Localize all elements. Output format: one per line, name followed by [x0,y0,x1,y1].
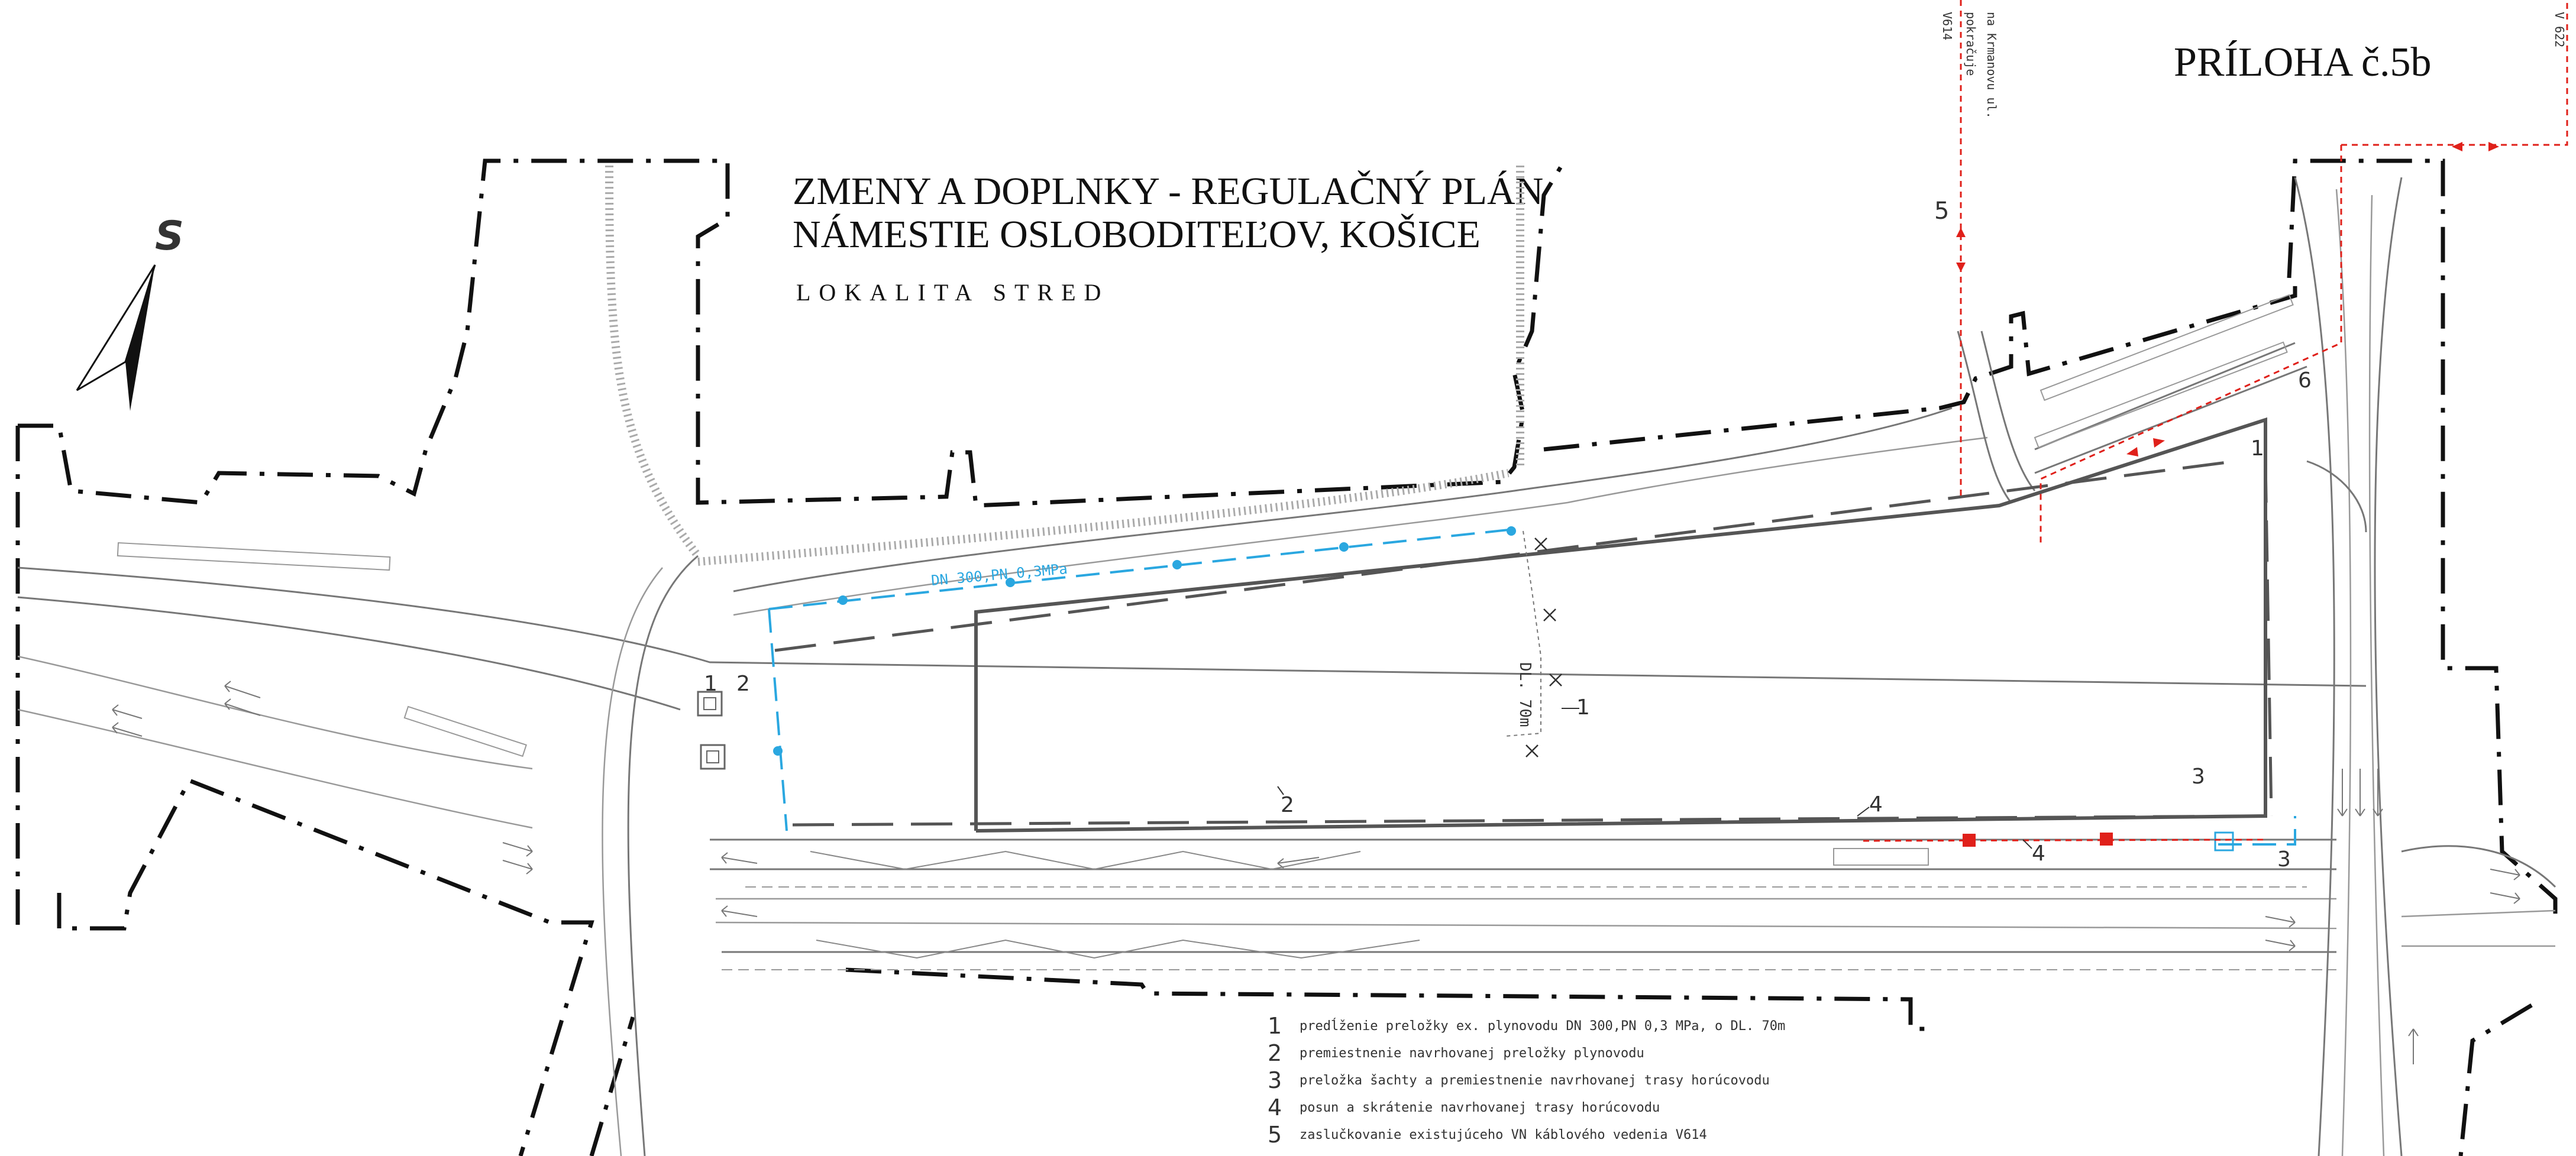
v614-street-label: na Krmanovu ul. [1984,12,1999,119]
length-label: DL. 70m [1516,662,1534,727]
legend-text: preložka šachty a premiestnenie navrhova… [1300,1073,1770,1088]
marker-2-a: 2 [736,672,750,696]
electric-cable: V614 pokračuje na Krmanovu ul. V 622 [1863,0,2568,847]
marker-1-c: 1 [2251,436,2264,461]
marker-4-b: 4 [2032,841,2045,866]
v614-label: V614 [1940,12,1954,40]
north-arrow-label: S [155,213,184,260]
plan-subtitle: LOKALITA STRED [796,279,1109,306]
north-arrow-icon: S [76,213,184,411]
legend: 1 predĺženie preložky ex. plynovodu DN 3… [1268,1013,1785,1148]
legend-text: premiestnenie navrhovanej preložky plyno… [1300,1046,1644,1061]
v614-continues-label: pokračuje [1964,12,1978,76]
lane-arrows [112,681,2520,1064]
marker-4-a: 4 [1869,792,1883,817]
marker-2-b: 2 [1281,793,1294,817]
platforms [117,294,2294,866]
marker-1-b: 1 [1576,695,1590,720]
legend-text: posun a skrátenie navrhovanej trasy horú… [1300,1100,1660,1115]
legend-number: 4 [1268,1095,1282,1121]
legend-text: zaslučkovanie existujúceho VN káblového … [1300,1128,1707,1142]
plan-title-line2: NÁMESTIE OSLOBODITEĽOV, KOŠICE [793,213,1481,256]
marker-3-b: 3 [2277,847,2291,872]
change-markers: 1 2 1 2 4 3 4 3 1 5 6 [704,197,2312,872]
legend-number: 5 [1268,1122,1282,1148]
marker-3-a: 3 [2192,765,2205,789]
marker-1-a: 1 [704,672,717,696]
legend-item: 5 zaslučkovanie existujúceho VN káblovéh… [1268,1122,1707,1148]
title-block: ZMENY A DOPLNKY - REGULAČNÝ PLÁN NÁMESTI… [793,170,1543,306]
legend-text: predĺženie preložky ex. plynovodu DN 300… [1300,1018,1785,1034]
extension-path: DL. 70m [1505,530,1562,757]
development-site [774,417,2273,833]
plan-title-line1: ZMENY A DOPLNKY - REGULAČNÝ PLÁN [793,170,1543,213]
legend-item: 4 posun a skrátenie navrhovanej trasy ho… [1268,1095,1660,1121]
gas-pipe-label: DN 300,PN 0,3MPa [930,561,1068,589]
annex-label: PRÍLOHA č.5b [2174,40,2432,85]
legend-item: 3 preložka šachty a premiestnenie navrho… [1268,1067,1770,1093]
legend-number: 2 [1268,1040,1282,1066]
road-network [17,177,2556,1156]
v622-label: V 622 [2552,12,2567,47]
legend-item: 2 premiestnenie navrhovanej preložky ply… [1268,1040,1644,1066]
building-boundaries [15,158,2558,1156]
tram-tracks [605,165,1524,959]
legend-number: 3 [1268,1067,1282,1093]
marker-6: 6 [2298,368,2312,393]
legend-item: 1 predĺženie preložky ex. plynovodu DN 3… [1268,1013,1785,1039]
legend-number: 1 [1268,1013,1282,1039]
marker-5: 5 [1934,197,1949,225]
